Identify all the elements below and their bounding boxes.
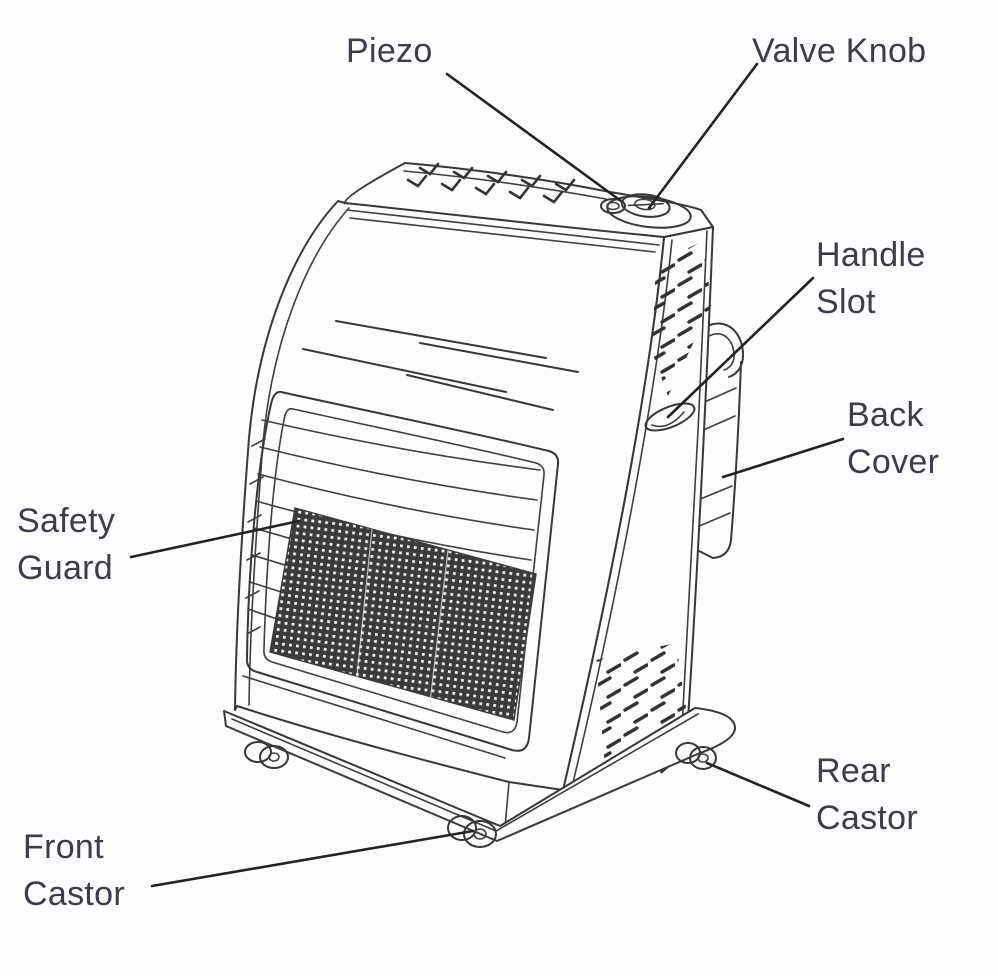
valve-knob-leader — [647, 62, 759, 210]
valve-knob-drawing — [606, 193, 692, 229]
label-front-castor-line2: Castor — [23, 875, 125, 913]
rear-castor-drawing — [675, 742, 717, 770]
label-handle-slot-line2: Slot — [816, 283, 876, 321]
handle-slot-leader — [666, 276, 815, 419]
handle-slot-drawing — [644, 402, 696, 432]
label-handle-slot-line1: Handle — [816, 236, 926, 274]
top-vent-hatches — [406, 162, 576, 204]
safety-guard-mesh — [269, 507, 537, 721]
piezo-button-drawing — [600, 198, 626, 214]
front-left-castor-drawing — [244, 741, 289, 769]
label-rear-castor-line2: Castor — [816, 799, 918, 837]
back-cover-drawing — [696, 322, 744, 559]
label-rear-castor: Rear Castor — [816, 748, 918, 842]
label-handle-slot: Handle Slot — [816, 232, 926, 326]
label-front-castor: Front Castor — [23, 824, 125, 918]
label-back-cover-line2: Cover — [847, 443, 940, 481]
label-valve-knob-line1: Valve Knob — [752, 32, 927, 70]
piezo-leader — [445, 72, 623, 203]
label-safety-guard-line1: Safety — [17, 502, 116, 540]
rear-castor-leader — [705, 761, 811, 808]
side-vent-top — [652, 242, 712, 396]
leader-lines — [129, 62, 845, 888]
front-groove-lines — [302, 320, 579, 411]
label-front-castor-line1: Front — [23, 828, 104, 866]
label-rear-castor-line1: Rear — [816, 752, 891, 790]
label-safety-guard: Safety Guard — [17, 498, 115, 592]
grille-drawing — [242, 390, 560, 759]
safety-guard-leader — [129, 519, 301, 559]
label-piezo: Piezo — [346, 28, 433, 75]
label-safety-guard-line2: Guard — [17, 549, 113, 587]
label-back-cover-line1: Back — [847, 396, 924, 434]
label-back-cover: Back Cover — [847, 392, 939, 486]
label-valve-knob: Valve Knob — [752, 28, 926, 75]
front-castor-leader — [150, 829, 475, 888]
base-platform-drawing — [223, 707, 736, 842]
back-cover-leader — [721, 437, 845, 479]
label-piezo-line1: Piezo — [346, 32, 433, 70]
front-castor-drawing — [447, 815, 497, 848]
